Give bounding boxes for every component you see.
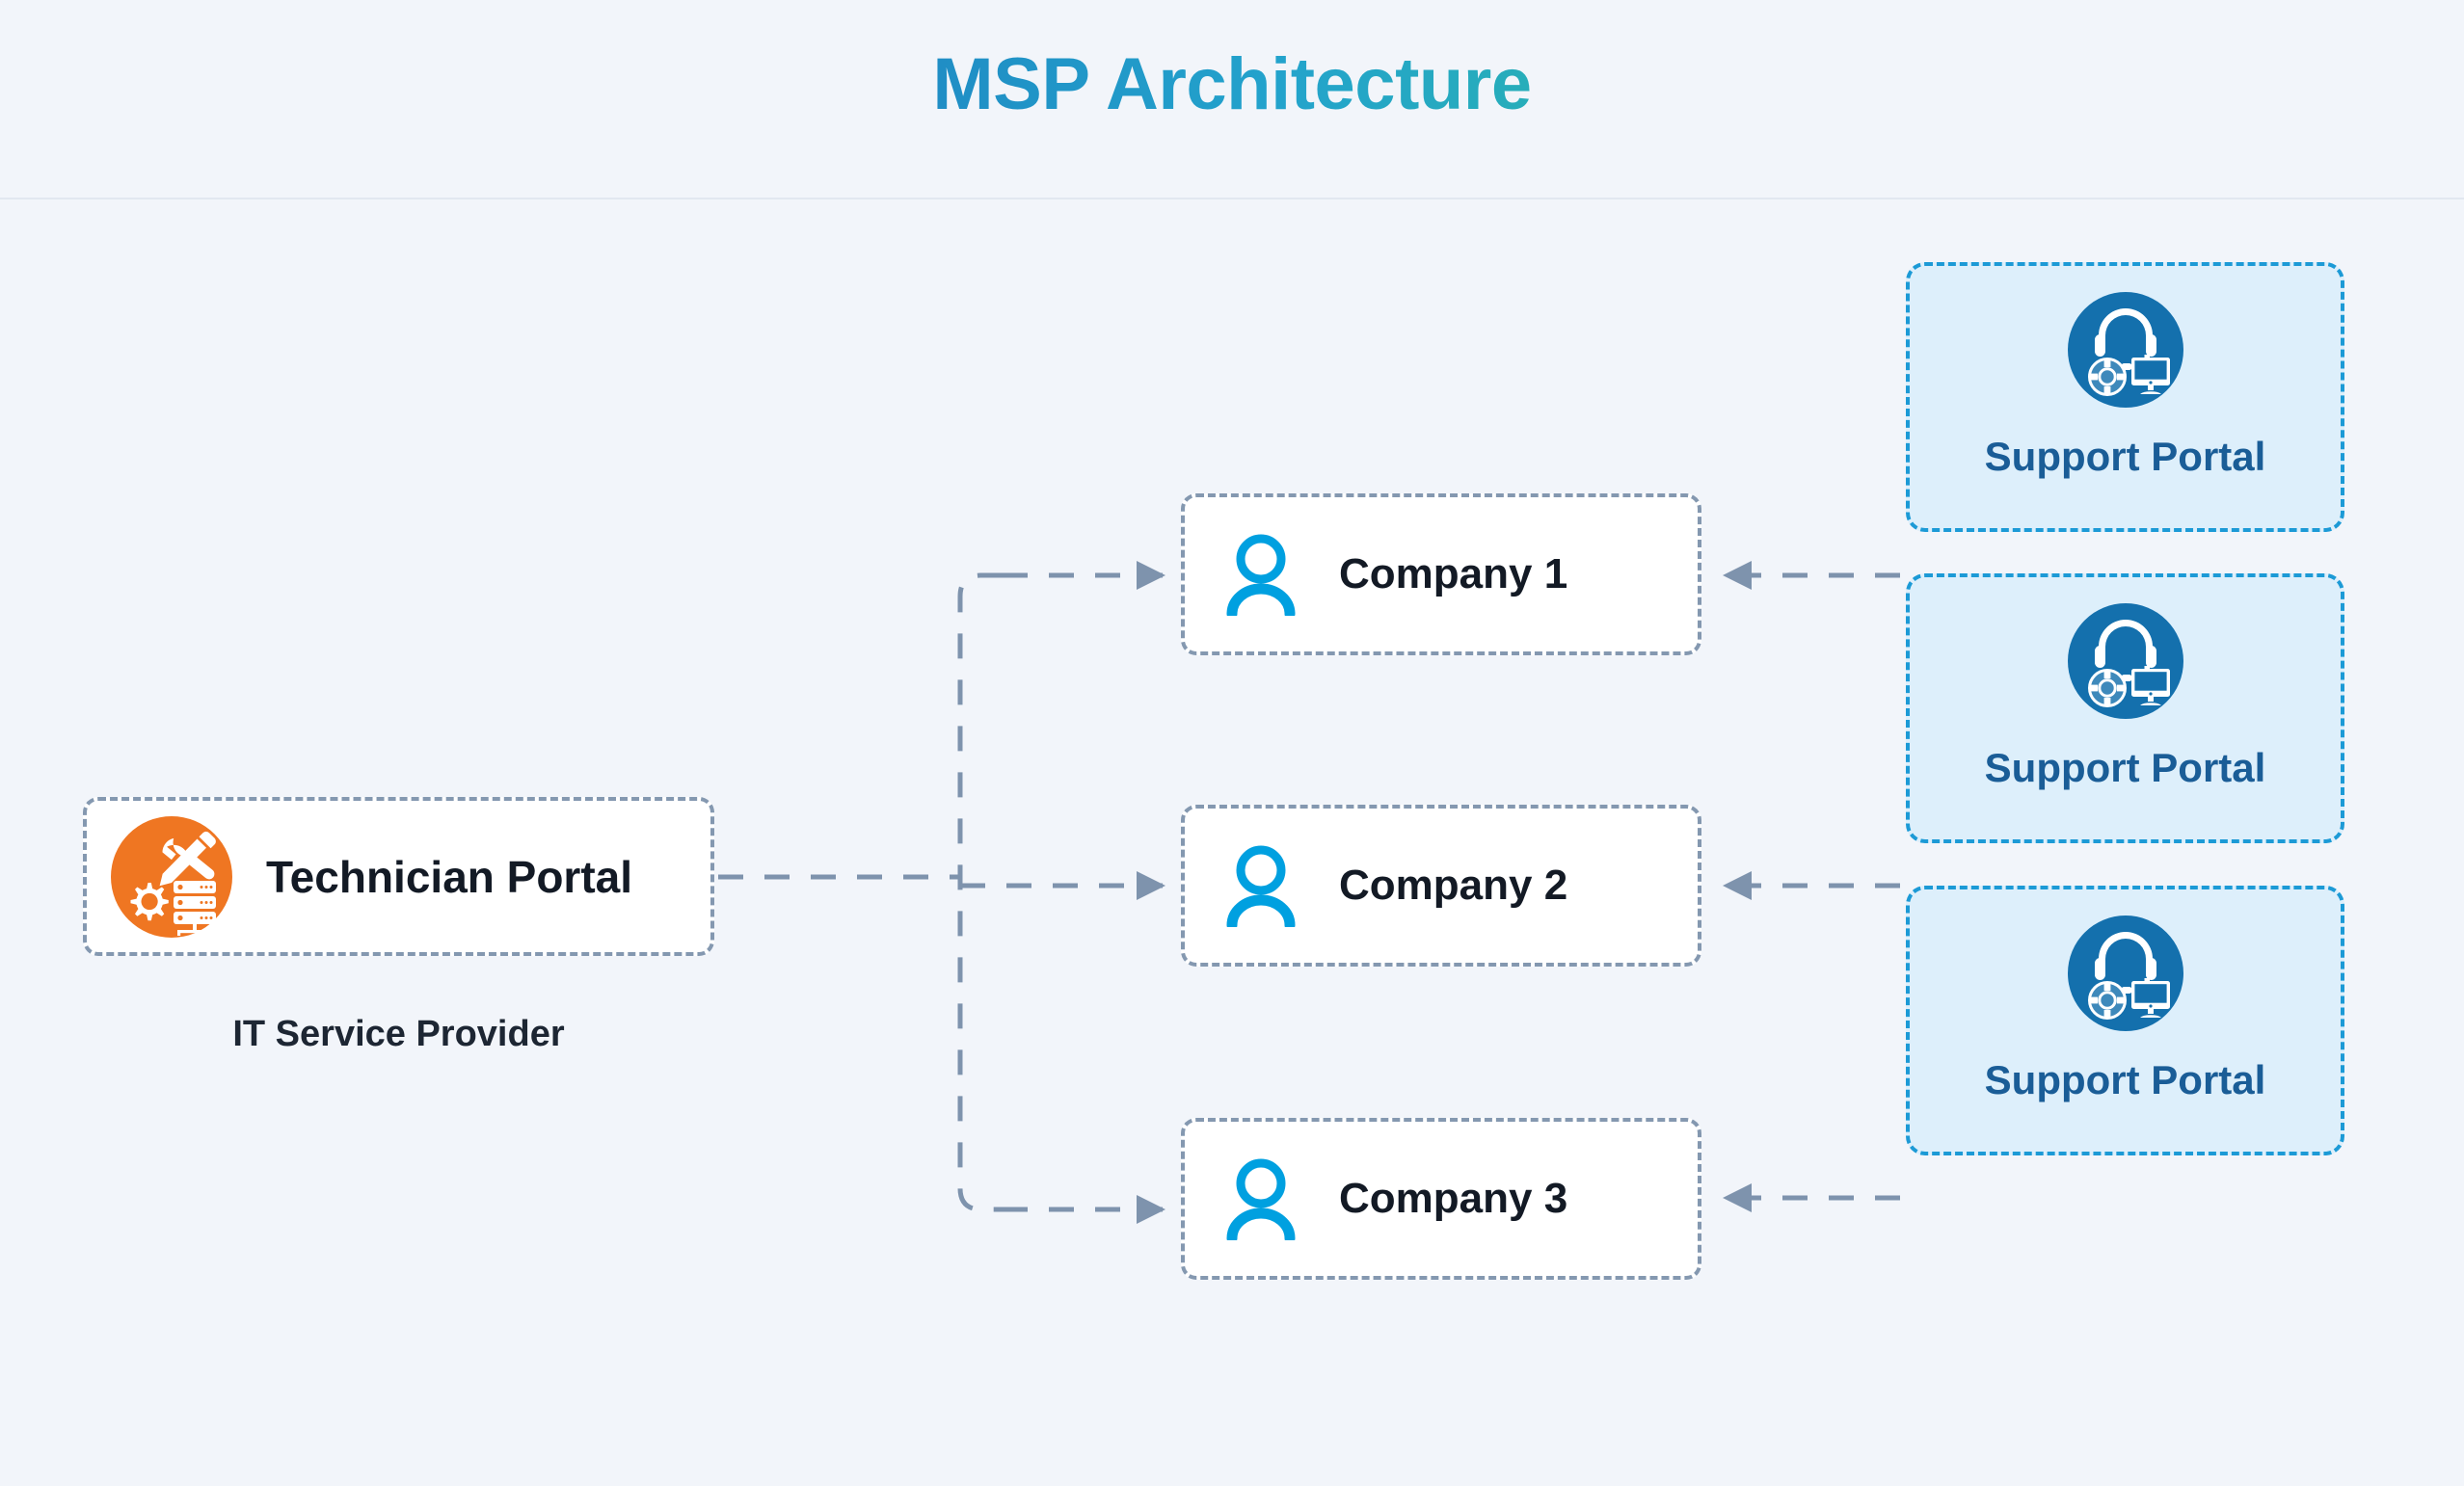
company-node-1[interactable]: Company 1 [1181, 493, 1701, 655]
person-icon [1226, 534, 1296, 616]
company-node-2[interactable]: Company 2 [1181, 805, 1701, 967]
company-label: Company 2 [1339, 862, 1568, 909]
page-header: MSP Architecture [0, 0, 2464, 199]
company-label: Company 1 [1339, 550, 1568, 597]
wire-branch-bus [957, 572, 1003, 1212]
person-icon [1226, 1158, 1296, 1240]
headset-support-icon [2067, 603, 2183, 719]
headset-support-icon [2067, 915, 2183, 1031]
support-portal-card-2[interactable]: Support Portal [1906, 573, 2344, 843]
page-title: MSP Architecture [0, 46, 2464, 123]
company-label: Company 3 [1339, 1175, 1568, 1222]
support-portal-card-1[interactable]: Support Portal [1906, 262, 2344, 532]
support-portal-label: Support Portal [1984, 434, 2266, 479]
company-node-3[interactable]: Company 3 [1181, 1118, 1701, 1280]
it-service-provider-caption: IT Service Provider [232, 1014, 565, 1054]
support-portal-card-3[interactable]: Support Portal [1906, 886, 2344, 1155]
support-portal-label: Support Portal [1984, 1057, 2266, 1102]
technician-portal-label: Technician Portal [266, 851, 633, 902]
support-portal-label: Support Portal [1984, 745, 2266, 790]
diagram-canvas: Technician Portal IT Service Provider Co… [0, 199, 2464, 1486]
person-icon [1226, 845, 1296, 927]
headset-support-icon [2067, 292, 2183, 408]
tools-server-icon [111, 815, 232, 938]
technician-portal-node[interactable]: Technician Portal [83, 797, 714, 956]
